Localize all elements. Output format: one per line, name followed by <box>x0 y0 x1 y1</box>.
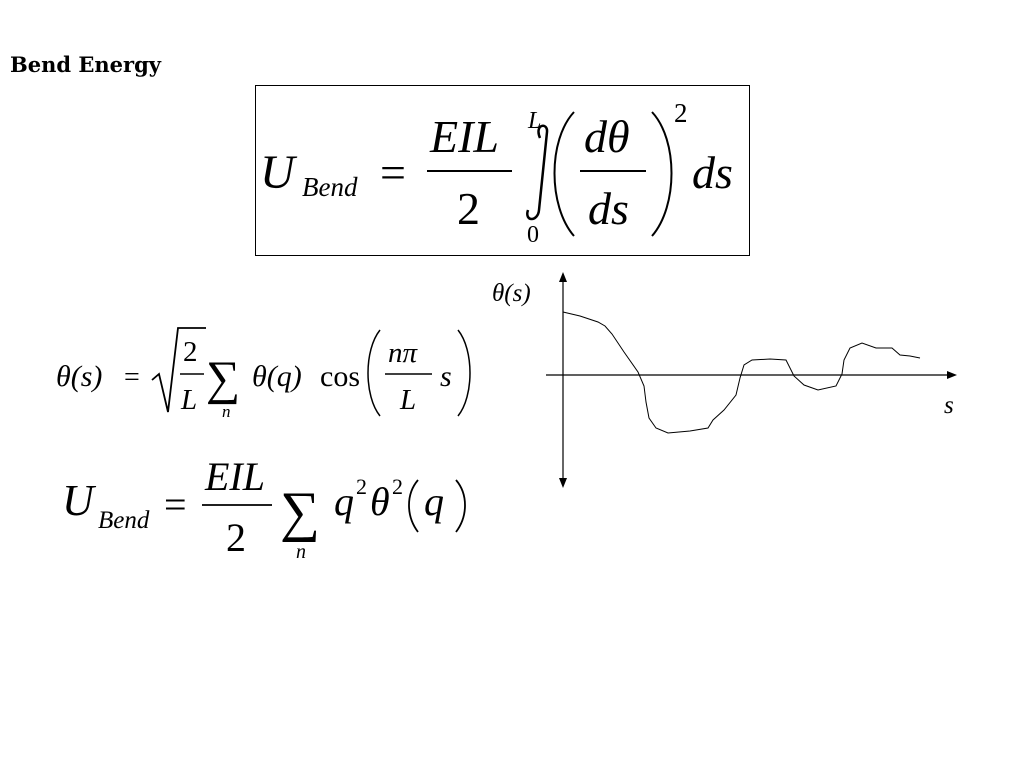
eq3-left-paren <box>408 479 419 533</box>
eq1-right-paren <box>651 111 673 237</box>
y-axis-down-arrow-icon <box>559 478 567 488</box>
eq3-right-paren <box>455 479 466 533</box>
eq1-equals: = <box>380 147 406 198</box>
sum-sign-icon: ∑ <box>206 352 240 405</box>
eq1-u: U <box>260 146 298 199</box>
eq3-equals: = <box>164 482 187 527</box>
eq3-u: U <box>62 476 97 525</box>
equation-integral: U Bend = EIL 2 L 0 dθ ds 2 ds <box>260 98 733 248</box>
graph-x-label: s <box>944 392 954 419</box>
eq2-equals: = <box>124 362 140 393</box>
eq3-theta: θ <box>370 479 390 524</box>
theta-curve <box>562 311 921 434</box>
eq2-sum-index: n <box>222 402 231 421</box>
eq2-arg-denominator: L <box>399 384 416 416</box>
eq2-arg-var: s <box>440 360 452 393</box>
eq3-denominator: 2 <box>226 515 246 560</box>
eq2-root-numerator: 2 <box>183 336 198 368</box>
eq2-lhs: θ(s) <box>56 360 102 393</box>
eq3-theta-exponent: 2 <box>392 474 403 499</box>
sqrt-sign-icon <box>151 327 206 413</box>
eq2-right-paren <box>457 329 471 417</box>
eq2-left-paren <box>367 329 381 417</box>
integral-sign-icon <box>526 124 549 221</box>
eq1-left-paren <box>553 111 575 237</box>
eq1-upper-limit: L <box>527 108 541 134</box>
eq1-denominator: 2 <box>457 183 480 234</box>
x-axis-arrow-icon <box>947 371 957 379</box>
eq3-numerator: EIL <box>204 454 265 499</box>
equation-fourier-expansion: θ(s) = 2 L ∑ n θ(q) cos nπ L s <box>56 327 471 421</box>
theta-graph: θ(s) s <box>492 272 957 488</box>
eq2-arg-numerator: nπ <box>388 337 419 369</box>
eq1-trailing-ds: ds <box>692 147 733 198</box>
eq2-func: cos <box>320 360 360 393</box>
bend-energy-integral-box <box>255 85 750 256</box>
eq1-lower-limit: 0 <box>527 222 539 248</box>
slide-title: Bend Energy <box>10 52 161 77</box>
y-axis-up-arrow-icon <box>559 272 567 282</box>
eq3-arg: q <box>424 479 444 524</box>
eq3-q: q <box>334 479 354 524</box>
eq3-q-exponent: 2 <box>356 474 367 499</box>
eq3-sub-bend: Bend <box>98 507 150 534</box>
eq1-sub-bend: Bend <box>302 172 358 202</box>
eq2-root-denominator: L <box>180 384 197 416</box>
sum-sign-icon: ∑ <box>280 481 320 543</box>
eq3-sum-index: n <box>296 541 306 563</box>
graph-y-label: θ(s) <box>492 280 531 307</box>
equation-mode-sum: U Bend = EIL 2 ∑ n q 2 θ 2 q <box>62 454 466 563</box>
eq2-term: θ(q) <box>252 360 302 393</box>
eq1-numerator: EIL <box>429 111 499 162</box>
eq1-exponent: 2 <box>674 98 688 128</box>
eq1-inner-numerator: dθ <box>584 111 630 162</box>
eq1-inner-denominator: ds <box>588 183 629 234</box>
